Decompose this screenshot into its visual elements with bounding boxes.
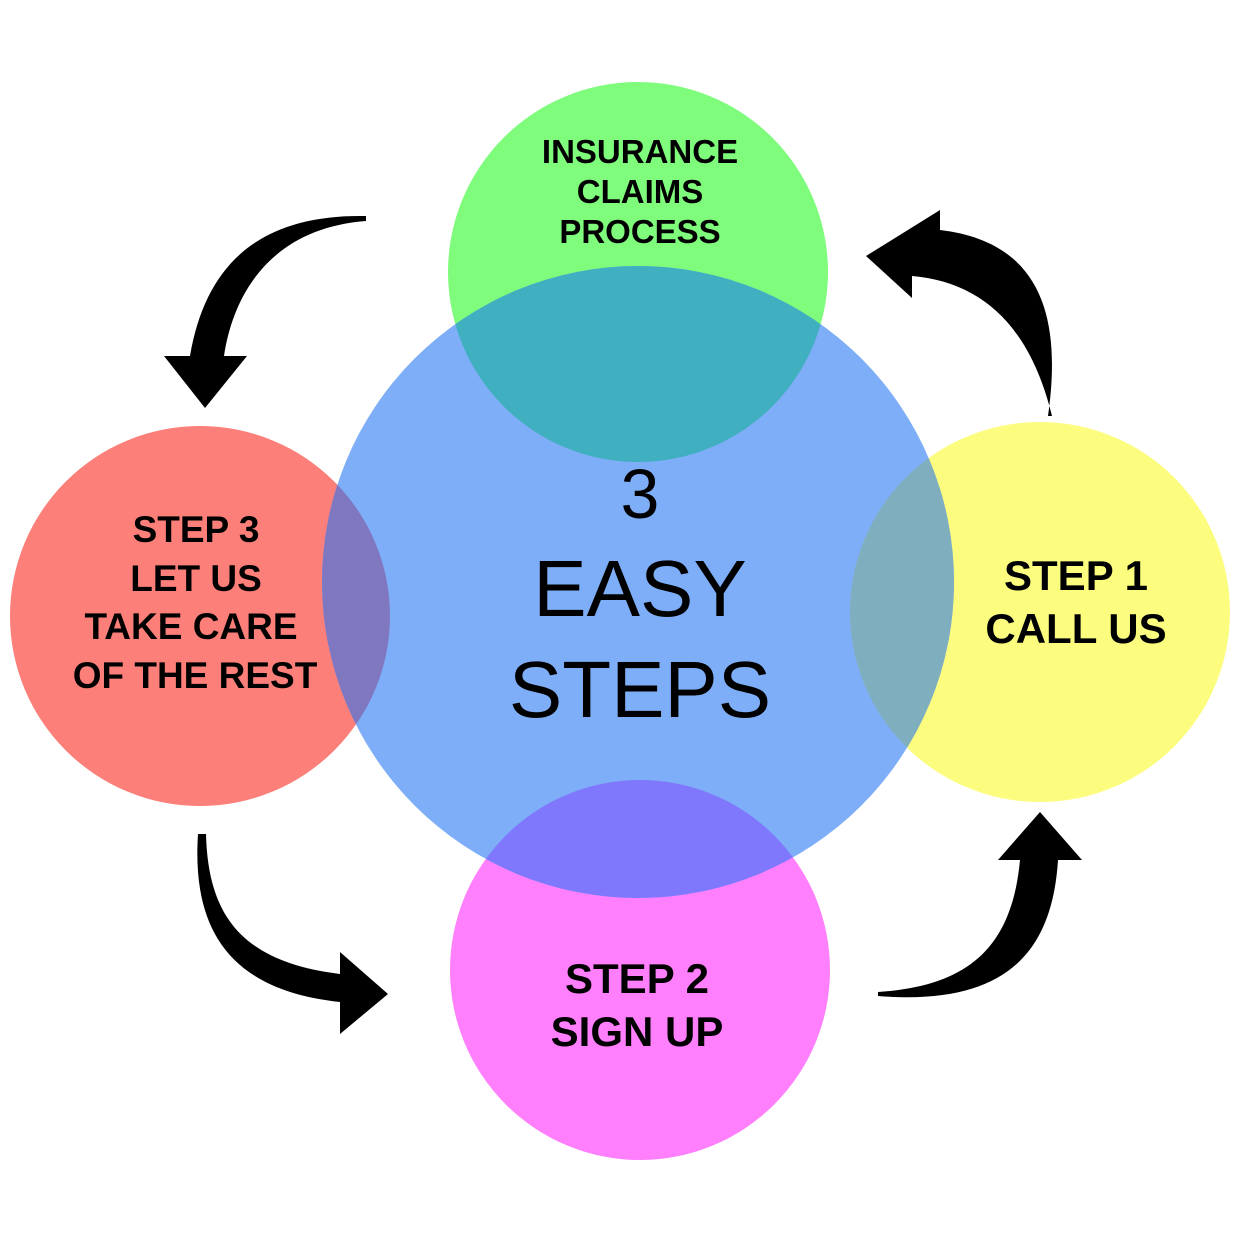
curved-arrow-icon [164, 215, 366, 408]
curved-arrow-icon [197, 834, 388, 1034]
top-circle-label: INSURANCE CLAIMS PROCESS [542, 133, 738, 250]
left-line-3: TAKE CARE [84, 606, 297, 647]
overlap-bottom-center [450, 780, 830, 898]
right-line-1: STEP 1 [1004, 552, 1148, 599]
right-circle-label: STEP 1 CALL US [985, 552, 1166, 652]
bottom-line-1: STEP 2 [565, 955, 709, 1002]
left-line-4: OF THE REST [73, 655, 318, 696]
arrow-step2-to-step1 [878, 812, 1082, 998]
center-line-2: EASY [533, 544, 746, 633]
top-line-2: CLAIMS [577, 173, 704, 210]
left-circle [10, 426, 390, 806]
arrows [164, 210, 1082, 1034]
left-line-1: STEP 3 [133, 509, 260, 550]
curved-arrow-icon [878, 812, 1082, 998]
top-line-3: PROCESS [559, 213, 720, 250]
arrow-step1-to-top [866, 210, 1052, 416]
center-circle [322, 266, 954, 898]
top-line-1: INSURANCE [542, 133, 738, 170]
bottom-line-2: SIGN UP [551, 1008, 724, 1055]
right-line-2: CALL US [985, 605, 1166, 652]
arrow-top-to-step3 [164, 215, 366, 408]
left-circle-label: STEP 3 LET US TAKE CARE OF THE REST [73, 509, 318, 696]
center-line-3: STEPS [509, 645, 771, 734]
left-line-2: LET US [130, 558, 262, 599]
center-label: 3 EASY STEPS [509, 455, 771, 734]
bottom-circle-label: STEP 2 SIGN UP [551, 955, 724, 1055]
overlap-top-center [448, 266, 828, 462]
center-line-1: 3 [621, 455, 660, 533]
curved-arrow-icon [866, 210, 1052, 416]
arrow-step3-to-step2 [197, 834, 388, 1034]
